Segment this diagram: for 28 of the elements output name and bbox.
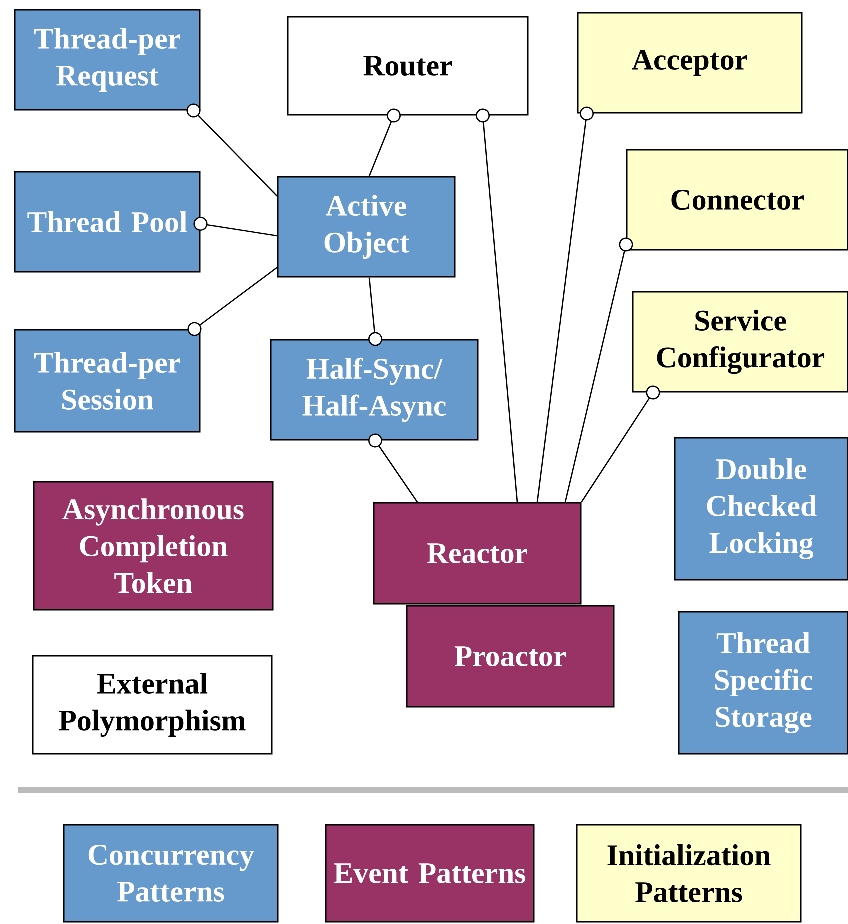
pattern-box: Reactor bbox=[373, 502, 582, 605]
pattern-box: Half-Sync/ Half-Async bbox=[270, 339, 479, 441]
pattern-box: Double Checked Locking bbox=[674, 437, 848, 581]
pattern-box: Thread-per Session bbox=[14, 329, 201, 433]
connector-line bbox=[564, 238, 634, 502]
pattern-box: Acceptor bbox=[577, 12, 803, 114]
pattern-box: Asynchronous Completion Token bbox=[33, 481, 274, 611]
pattern-box: Thread-per Request bbox=[14, 9, 201, 111]
connector-line bbox=[368, 108, 401, 176]
connector-line bbox=[368, 278, 382, 346]
legend-box: Event Patterns bbox=[325, 824, 535, 923]
pattern-box: Connector bbox=[626, 149, 848, 251]
connector-line bbox=[186, 104, 278, 197]
pattern-box: Active Object bbox=[277, 176, 456, 278]
pattern-box: Thread Pool bbox=[14, 171, 201, 273]
legend-box: Initialization Patterns bbox=[576, 824, 802, 923]
connector-line bbox=[368, 434, 418, 503]
pattern-box: External Polymorphism bbox=[32, 655, 273, 755]
legend-box: Concurrency Patterns bbox=[63, 824, 279, 923]
pattern-box: Router bbox=[287, 16, 529, 116]
connector-line bbox=[536, 106, 594, 502]
pattern-box: Service Configurator bbox=[632, 291, 848, 393]
connector-line bbox=[188, 267, 278, 336]
connector-line bbox=[476, 108, 518, 502]
pattern-box: Thread Specific Storage bbox=[678, 611, 848, 755]
pattern-box: Proactor bbox=[406, 605, 615, 708]
connector-line bbox=[194, 217, 278, 237]
connector-line bbox=[581, 386, 660, 503]
